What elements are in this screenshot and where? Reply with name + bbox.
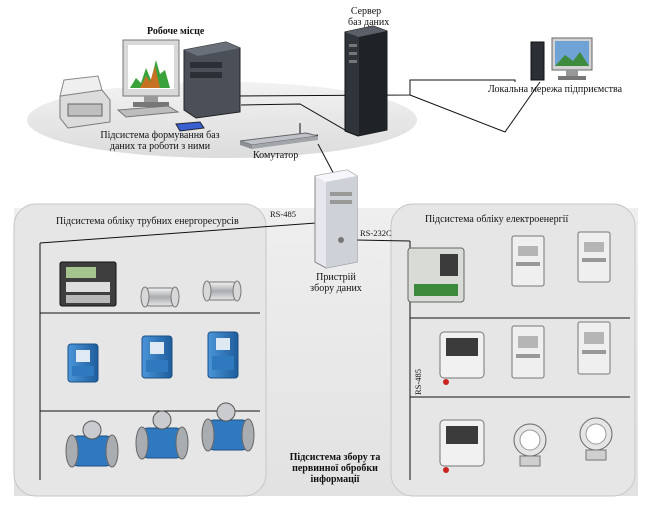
local-network-label: Локальна мережа підприємства bbox=[488, 84, 623, 95]
collector-label-line1: Пристрій bbox=[316, 272, 356, 283]
collection-subsystem-line1: Підсистема збору та bbox=[289, 452, 381, 463]
printer-icon bbox=[59, 75, 111, 129]
rs485-top-label: RS-485 bbox=[270, 209, 296, 219]
electricity-meter-icon bbox=[511, 325, 545, 379]
electromagnetic-flowmeter-icon bbox=[135, 410, 189, 460]
db-subsystem-label-line1: Підсистема формування баз bbox=[100, 130, 220, 141]
digital-meter-icon bbox=[439, 419, 485, 473]
electricity-meter-icon bbox=[513, 423, 547, 467]
electromagnetic-flowmeter-icon bbox=[201, 402, 255, 452]
workstation-label: Робоче місце bbox=[147, 26, 205, 37]
db-server-label-line1: Сервер bbox=[350, 6, 382, 17]
db-server-label: Сервер баз даних bbox=[348, 6, 390, 28]
db-subsystem-label: Підсистема формування баз даних та робот… bbox=[100, 130, 220, 152]
flow-sensor-icon bbox=[202, 280, 242, 302]
heat-calculator-icon bbox=[59, 261, 117, 307]
electricity-meter-icon bbox=[577, 321, 611, 375]
digital-meter-icon bbox=[407, 247, 465, 303]
electromagnetic-flowmeter-icon bbox=[65, 420, 119, 468]
computer-tower-icon bbox=[175, 41, 241, 132]
pipe-subsystem-title: Підсистема обліку трубних енергоресурсів bbox=[56, 216, 239, 227]
rs485-vertical-label: RS-485 bbox=[413, 369, 423, 395]
db-server-label-line2: баз даних bbox=[348, 17, 390, 28]
electric-subsystem-title: Підсистема обліку електроенергії bbox=[425, 214, 569, 225]
server-icon bbox=[344, 25, 388, 137]
blue-flowmeter-icon bbox=[67, 343, 99, 383]
electricity-meter-icon bbox=[579, 417, 613, 461]
flow-sensor-icon bbox=[140, 286, 180, 308]
data-collector-icon bbox=[314, 169, 358, 269]
collector-label: Пристрій збору даних bbox=[305, 272, 367, 294]
collection-subsystem-label: Підсистема збору та первинної обробки ін… bbox=[285, 452, 385, 485]
digital-meter-icon bbox=[439, 331, 485, 385]
switch-label: Комутатор bbox=[253, 150, 299, 161]
desktop-computer-icon bbox=[530, 37, 593, 81]
blue-flowmeter-icon bbox=[141, 335, 173, 379]
monitor-icon bbox=[116, 39, 180, 118]
blue-flowmeter-icon bbox=[207, 331, 239, 379]
top-office-ellipse bbox=[27, 82, 417, 158]
db-subsystem-label-line2: даних та роботи з ними bbox=[109, 141, 211, 152]
collection-subsystem-line3: інформації bbox=[310, 474, 360, 485]
electricity-meter-icon bbox=[577, 231, 611, 283]
collection-subsystem-line2: первинної обробки bbox=[292, 463, 378, 474]
collector-label-line2: збору даних bbox=[310, 283, 362, 294]
network-switch-icon bbox=[239, 132, 319, 149]
rs232-label: RS-232C bbox=[360, 228, 392, 238]
electricity-meter-icon bbox=[511, 235, 545, 287]
